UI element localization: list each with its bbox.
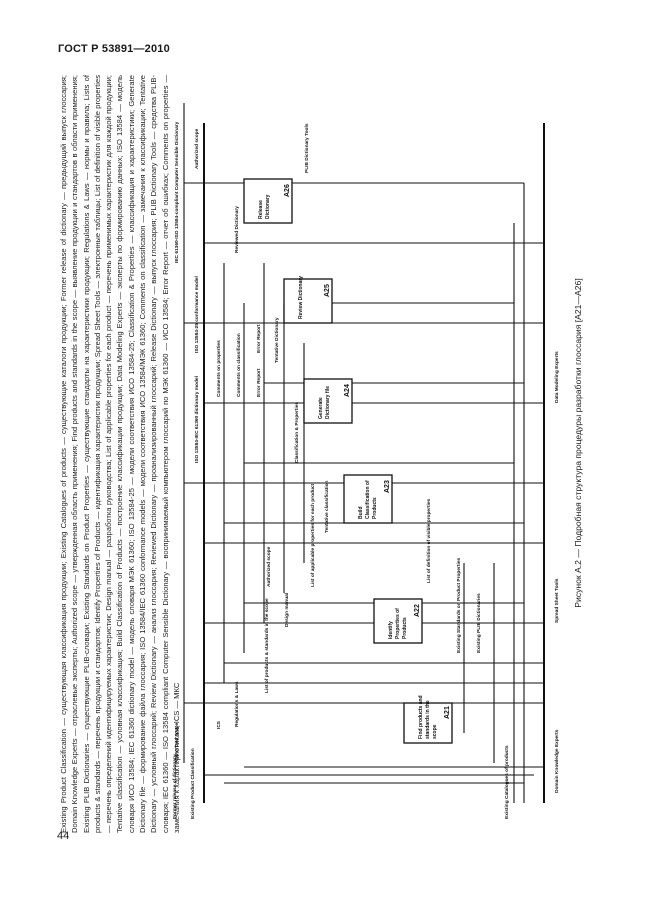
input-lines — [183, 103, 545, 803]
box-a25: Review Dictionary A25 — [283, 276, 333, 324]
svg-text:Existing PLIB Dictionaries: Existing PLIB Dictionaries — [476, 593, 482, 653]
svg-text:Authorized scope: Authorized scope — [266, 546, 272, 587]
svg-text:Data Modeling Experts: Data Modeling Experts — [554, 351, 560, 403]
page-number: 44 — [57, 830, 70, 842]
svg-text:Tentative classification: Tentative classification — [324, 481, 330, 533]
svg-text:ISO 13584-25 conformance model: ISO 13584-25 conformance model — [194, 276, 200, 353]
svg-text:List of products & standards i: List of products & standards in the scop… — [264, 598, 270, 693]
svg-text:PLIB Dictionary Tools: PLIB Dictionary Tools — [304, 123, 310, 173]
svg-text:Error Report: Error Report — [256, 324, 262, 353]
svg-text:ISO 13584-IEC 61360 dictionary: ISO 13584-IEC 61360 dictionary model — [194, 376, 200, 463]
svg-text:A21: A21 — [444, 706, 451, 719]
svg-text:A22: A22 — [414, 604, 421, 617]
svg-text:Comments on properties: Comments on properties — [216, 340, 222, 397]
svg-text:Tentative Dictionary: Tentative Dictionary — [274, 317, 280, 363]
svg-text:Former release of dictionary: Former release of dictionary — [172, 754, 178, 819]
svg-text:A26: A26 — [284, 184, 291, 197]
arrow-labels: Former release of dictionary Existing Pr… — [172, 121, 560, 819]
svg-text:Classification of: Classification of — [365, 480, 371, 519]
svg-text:Products: Products — [402, 617, 408, 639]
svg-text:scope: scope — [432, 724, 438, 739]
svg-text:Spread Sheet Tools: Spread Sheet Tools — [554, 578, 560, 623]
svg-text:Existing Standards on Product: Existing Standards on Product Properties — [456, 558, 462, 653]
box-a22: Identify Properties of Products A22 — [373, 598, 423, 644]
svg-text:standards in the: standards in the — [425, 700, 431, 739]
figure-caption: Рисунок А.2 — Подробная структура процед… — [573, 278, 583, 608]
svg-text:Classification & Properties: Classification & Properties — [294, 402, 300, 463]
vertical-lines — [184, 182, 544, 704]
svg-text:Existing Catalogues of product: Existing Catalogues of products — [504, 745, 510, 819]
svg-text:Properties of: Properties of — [395, 608, 401, 639]
svg-text:Identify: Identify — [388, 621, 394, 639]
svg-text:Authorized scope: Authorized scope — [174, 722, 180, 763]
svg-text:Release: Release — [258, 200, 264, 219]
svg-text:Regulations & Laws: Regulations & Laws — [234, 681, 240, 727]
svg-text:Products: Products — [372, 497, 378, 519]
svg-text:A24: A24 — [344, 384, 351, 397]
svg-text:Design manual: Design manual — [284, 593, 290, 627]
idef0-diagram: Find products and standards in the scope… — [172, 103, 560, 819]
svg-text:Authorized scope: Authorized scope — [194, 128, 200, 169]
rotated-figure-page: Existing Product Classification — сущест… — [58, 75, 598, 833]
box-a23: Build Classification of Products A23 — [343, 474, 393, 524]
box-a26: Release Dictionary A26 — [243, 178, 293, 224]
svg-text:Dictionary file: Dictionary file — [325, 386, 331, 419]
svg-text:Existing Product Classificatio: Existing Product Classification — [190, 748, 196, 819]
svg-text:Build: Build — [358, 507, 364, 520]
svg-text:List of definition of visible: List of definition of visible properties — [426, 498, 432, 583]
svg-text:IEC 61360-ISO 13584-compliant: IEC 61360-ISO 13584-compliant Computer S… — [174, 121, 180, 263]
svg-text:Dictionary: Dictionary — [265, 194, 271, 219]
svg-text:ICS: ICS — [216, 720, 222, 729]
svg-text:Error Report: Error Report — [256, 368, 262, 397]
svg-text:Find products and: Find products and — [418, 695, 424, 739]
svg-text:Review Dictionary: Review Dictionary — [298, 276, 304, 319]
svg-text:Comments on classification: Comments on classification — [236, 333, 242, 397]
svg-text:A23: A23 — [384, 480, 391, 493]
svg-text:Generate: Generate — [318, 397, 324, 419]
svg-text:List of applicable properties: List of applicable properties for each p… — [310, 483, 316, 587]
box-a21: Find products and standards in the scope… — [403, 695, 453, 744]
standard-header: ГОСТ Р 53891—2010 — [58, 43, 170, 55]
svg-text:A25: A25 — [324, 284, 331, 297]
svg-text:Domain Knowledge Experts: Domain Knowledge Experts — [554, 729, 560, 793]
svg-text:Reviewed Dictionary: Reviewed Dictionary — [234, 206, 240, 253]
box-a24: Generate Dictionary file A24 — [303, 378, 353, 424]
